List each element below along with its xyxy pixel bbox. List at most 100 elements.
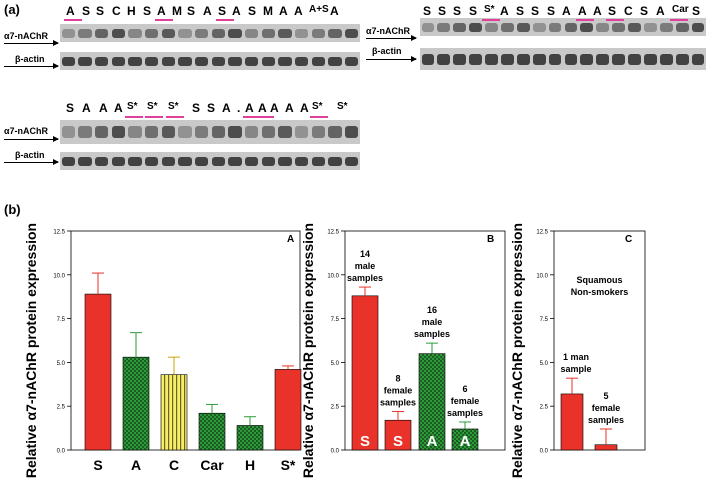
blot-band (344, 28, 359, 38)
bar (594, 444, 618, 451)
lane-label: A (232, 4, 241, 18)
lane-label: A (114, 101, 123, 115)
bar-annotation: 5 (603, 391, 608, 401)
category-label: S (360, 433, 370, 450)
bar-annotation: male (422, 317, 443, 327)
blot-band (659, 53, 673, 65)
y-tick-label: 5.0 (540, 361, 549, 367)
row-label-control: β-actin (15, 54, 45, 64)
blot-band (500, 53, 514, 65)
blot-band (311, 56, 326, 66)
lane-label: . (237, 101, 241, 115)
lane-label: A (562, 4, 571, 18)
bar (274, 369, 302, 451)
y-tick-label: 10.0 (327, 273, 339, 279)
blot-band (564, 22, 578, 32)
blot-band (228, 56, 242, 66)
lane-label: A (258, 101, 267, 115)
lane-underline (155, 19, 173, 21)
y-tick-label: 0.0 (540, 449, 549, 455)
bar (351, 295, 379, 451)
lane-label: S (66, 101, 75, 115)
blot-band (111, 28, 126, 38)
blot-band (244, 56, 259, 66)
bar (418, 353, 446, 451)
lane-label: C (112, 4, 121, 18)
blot-band (643, 22, 657, 32)
blot-band (128, 156, 142, 166)
lane-label: S (143, 4, 152, 18)
lane-label: A (330, 4, 339, 18)
blot-band (628, 22, 641, 32)
lane-label: A (157, 4, 166, 18)
blot-band (437, 53, 451, 65)
lane-label: M (172, 4, 182, 18)
blot-band (194, 28, 209, 38)
bar-annotation: sample (560, 364, 591, 374)
lane-label: S* (127, 101, 138, 112)
blot-band (612, 53, 626, 65)
lane-label: S (608, 4, 617, 18)
category-label: S (93, 457, 102, 473)
lane-label: S (640, 4, 649, 18)
lane-label: A (203, 4, 212, 18)
lane-label: M (263, 4, 273, 18)
blot-band (94, 156, 109, 166)
bar-annotation: 1 man (563, 352, 589, 362)
chart-panel-letter: B (487, 234, 494, 245)
lane-underline (125, 116, 143, 118)
blot-band (178, 28, 192, 38)
blot-band (437, 22, 451, 32)
blot-band (278, 156, 292, 166)
category-label: A (427, 433, 438, 450)
lane-label: S (531, 4, 540, 18)
bar (198, 412, 226, 451)
lane-underline (482, 19, 500, 21)
lane-underline (145, 116, 163, 118)
blot-band (294, 56, 309, 66)
blot-band (144, 28, 159, 38)
category-label: A (460, 433, 471, 450)
category-label: H (245, 457, 255, 473)
lane-label: S (547, 4, 556, 18)
lane-underline (243, 116, 261, 118)
bar-annotation: 16 (427, 305, 437, 315)
y-tick-label: 12.5 (327, 230, 339, 236)
blot-band (194, 156, 209, 166)
lane-label: A (270, 101, 279, 115)
blot-band (161, 56, 176, 66)
blot-band (421, 53, 435, 65)
blot-band (311, 126, 326, 138)
chart-note: Non-smokers (571, 287, 629, 297)
blot-band (469, 22, 483, 32)
y-tick-label: 7.5 (540, 317, 549, 323)
lane-label: A (656, 4, 665, 18)
lane-label: S* (484, 4, 495, 15)
y-tick-label: 12.5 (53, 230, 65, 236)
panel-b-label: (b) (4, 202, 21, 217)
y-tick-label: 2.5 (57, 405, 66, 411)
lane-underline (216, 19, 234, 21)
lane-label: S (516, 4, 525, 18)
bar-annotation: samples (380, 397, 416, 407)
blot-band (691, 22, 705, 32)
blot-band (261, 156, 276, 166)
y-axis-label: Relative α7-nAChR protein expression (23, 223, 39, 478)
blot-band (61, 156, 76, 166)
lane-label: C (624, 4, 633, 18)
lane-label: A+S (309, 4, 329, 15)
blot-band (344, 56, 359, 66)
blot-band (328, 126, 342, 138)
category-label: S* (281, 457, 296, 473)
y-tick-label: 2.5 (331, 405, 340, 411)
blot-band (659, 22, 673, 32)
blot-band (500, 22, 514, 32)
lane-label: S* (168, 101, 179, 112)
blot-band (111, 156, 126, 166)
blot-band (128, 28, 142, 38)
row-label-receptor: α7-nAChR (4, 31, 49, 41)
blot-band (469, 53, 483, 65)
bar (384, 419, 412, 451)
blot-band (194, 56, 209, 66)
lane-label: S* (337, 101, 348, 112)
